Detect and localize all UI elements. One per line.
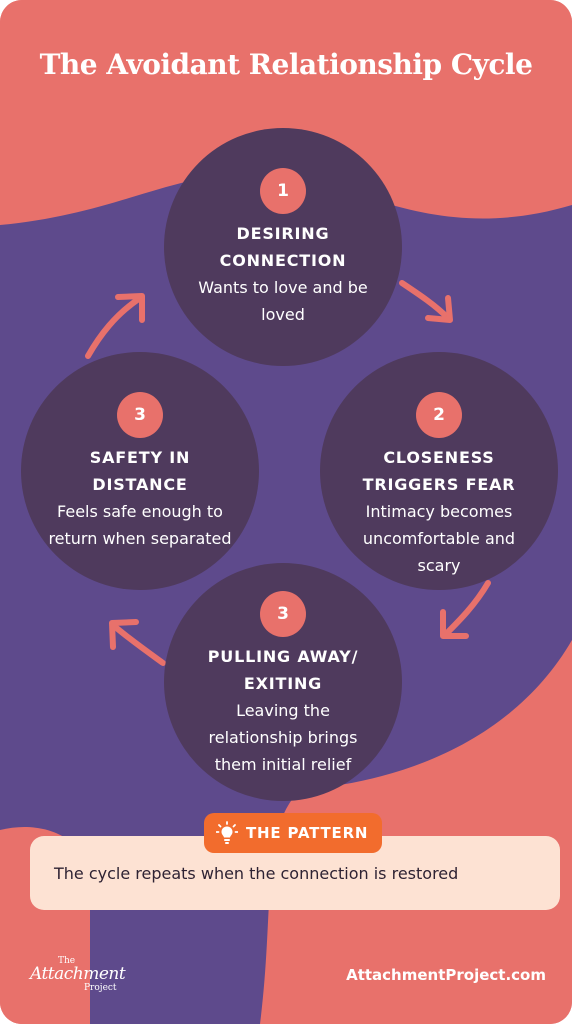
website-link[interactable]: AttachmentProject.com — [346, 966, 546, 984]
step-pulling-away: 3 PULLING AWAY/ EXITING Leaving the rela… — [164, 563, 402, 801]
step-number-badge: 3 — [117, 392, 163, 438]
step-number-badge: 2 — [416, 392, 462, 438]
step-title: SAFETY IN DISTANCE — [89, 448, 191, 494]
pattern-box: The cycle repeats when the connection is… — [30, 836, 560, 910]
step-description: Intimacy becomes uncomfortable and scary — [362, 502, 516, 575]
step-title: DESIRING CONNECTION — [219, 224, 347, 270]
pattern-badge: THE PATTERN — [204, 813, 383, 853]
logo-the: The — [58, 956, 76, 966]
step-title: CLOSENESS TRIGGERS FEAR — [362, 448, 516, 494]
logo-name: Attachment — [30, 964, 126, 984]
attachment-project-logo: The Attachment Project — [30, 956, 140, 996]
lightbulb-icon — [216, 821, 238, 844]
pattern-badge-label: THE PATTERN — [246, 824, 369, 842]
step-desiring-connection: 1 DESIRING CONNECTION Wants to love and … — [164, 128, 402, 366]
pattern-text: The cycle repeats when the connection is… — [54, 863, 459, 883]
step-description: Feels safe enough to return when separat… — [48, 502, 232, 548]
step-description: Leaving the relationship brings them ini… — [208, 701, 358, 774]
step-closeness-triggers-fear: 2 CLOSENESS TRIGGERS FEAR Intimacy becom… — [320, 352, 558, 590]
step-description: Wants to love and be loved — [198, 278, 368, 324]
step-number-badge: 1 — [260, 168, 306, 214]
page-title: The Avoidant Relationship Cycle — [39, 48, 533, 81]
step-safety-in-distance: 3 SAFETY IN DISTANCE Feels safe enough t… — [21, 352, 259, 590]
step-number-badge: 3 — [260, 591, 306, 637]
logo-project: Project — [84, 983, 117, 993]
step-title: PULLING AWAY/ EXITING — [207, 647, 359, 693]
